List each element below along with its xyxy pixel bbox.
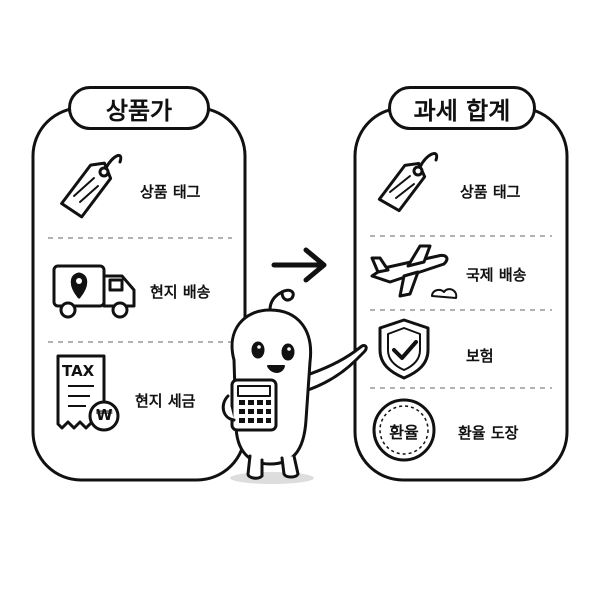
tax-receipt-text: TAX [62, 362, 95, 380]
left-item-local-shipping-label: 현지 배송 [150, 283, 211, 301]
left-panel-title: 상품가 [68, 86, 210, 130]
right-item-insurance-label: 보험 [466, 347, 494, 365]
left-item-price-tag-label: 상품 태그 [140, 183, 201, 201]
right-panel-title: 과세 합계 [388, 86, 536, 130]
right-item-exchange-stamp-label: 환율 도장 [458, 424, 519, 442]
left-item-local-tax-label: 현지 세금 [135, 392, 196, 410]
right-item-international-shipping-label: 국제 배송 [466, 266, 527, 284]
won-badge-text: ₩ [96, 406, 113, 424]
left-panel [31, 106, 247, 482]
stamp-text: 환율 [389, 423, 419, 442]
arrow-right-icon [271, 247, 327, 283]
right-item-price-tag-label: 상품 태그 [460, 183, 521, 201]
